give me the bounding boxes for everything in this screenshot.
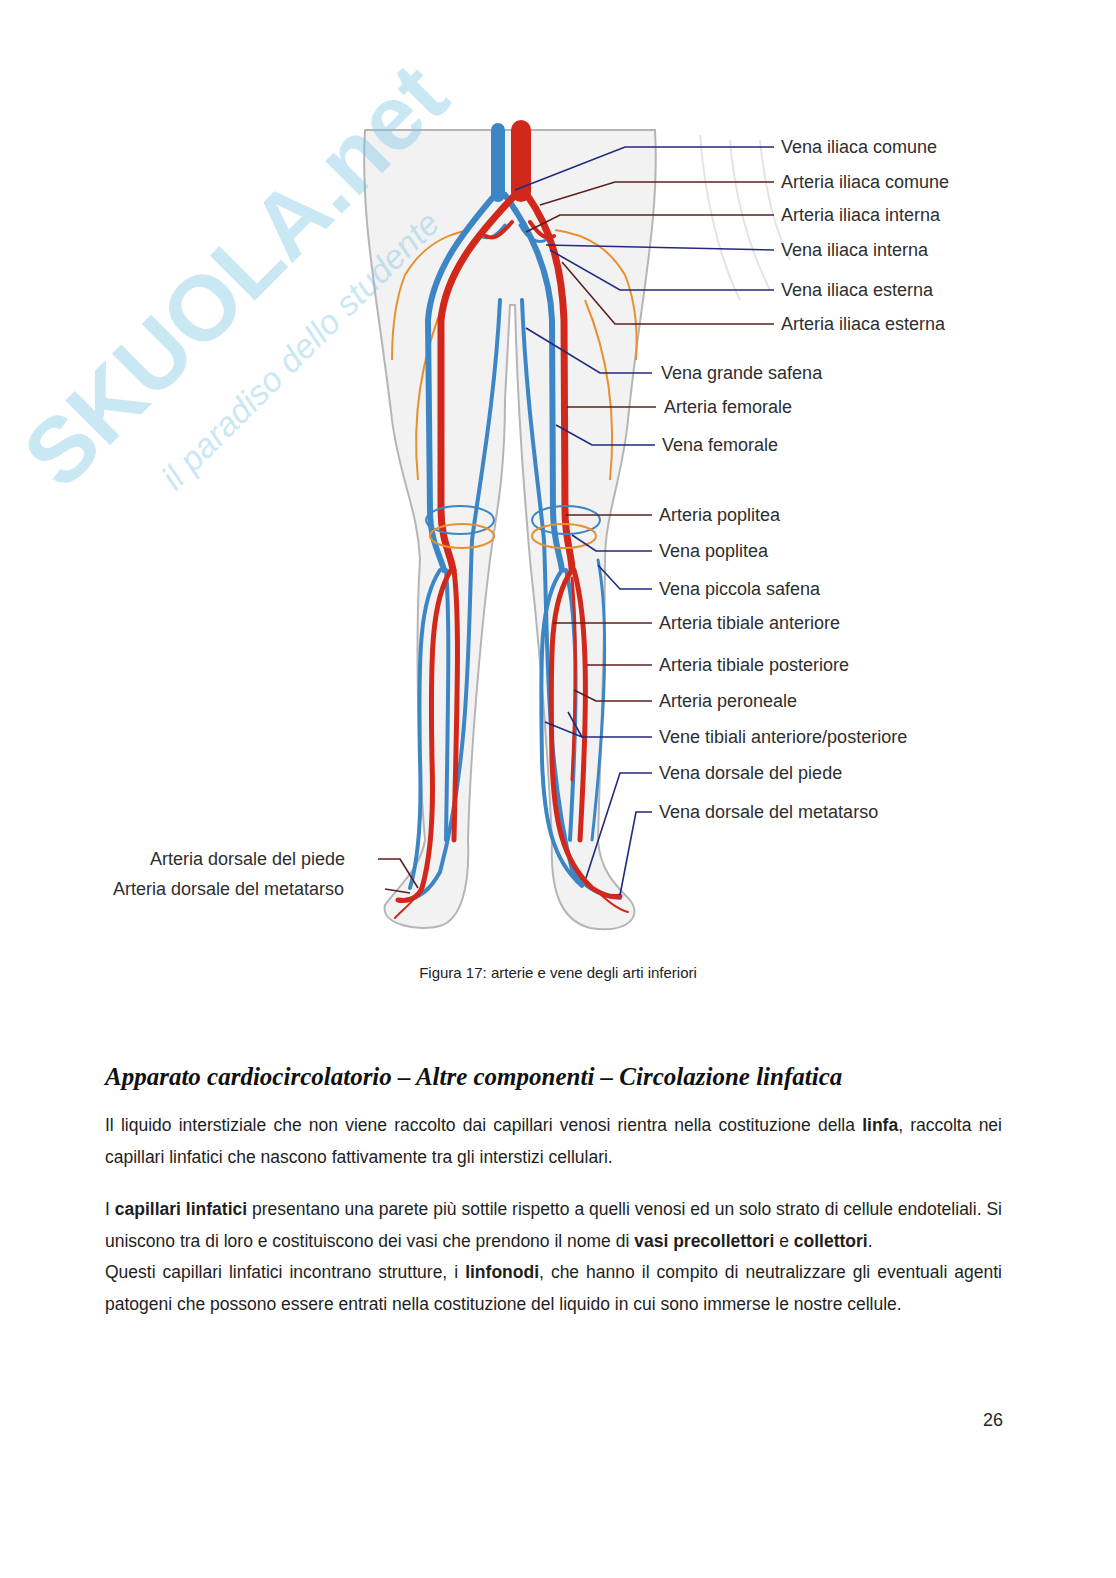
vessel-label: Vena femorale bbox=[662, 434, 778, 456]
vessel-label: Arteria poplitea bbox=[659, 504, 780, 526]
vessel-label: Vena iliaca comune bbox=[781, 136, 937, 158]
body-text: Questi capillari linfatici incontrano st… bbox=[105, 1262, 458, 1282]
vessel-label: Vena iliaca interna bbox=[781, 239, 928, 261]
vessel-label: Arteria femorale bbox=[664, 396, 792, 418]
body-text: e bbox=[779, 1231, 789, 1251]
vessel-label: Vena iliaca esterna bbox=[781, 279, 933, 301]
figure-caption: Figura 17: arterie e vene degli arti inf… bbox=[0, 963, 1116, 983]
bold-term: linfa bbox=[862, 1115, 898, 1135]
vessel-label: Arteria dorsale del piede bbox=[150, 848, 345, 870]
section-heading: Apparato cardiocircolatorio – Altre comp… bbox=[105, 1061, 842, 1093]
vessel-label: Arteria iliaca esterna bbox=[781, 313, 945, 335]
page-number: 26 bbox=[983, 1409, 1003, 1431]
body-paragraph: I capillari linfatici presentano una par… bbox=[105, 1194, 1002, 1320]
bold-term: capillari linfatici bbox=[115, 1199, 247, 1219]
vessel-label: Arteria dorsale del metatarso bbox=[113, 878, 344, 900]
vessel-label: Vena poplitea bbox=[659, 540, 768, 562]
bold-term: vasi precollettori bbox=[634, 1231, 774, 1251]
vessel-label: Arteria iliaca interna bbox=[781, 204, 940, 226]
vessel-label: Arteria peroneale bbox=[659, 690, 797, 712]
body-text: . bbox=[868, 1231, 873, 1251]
vessel-label: Vena dorsale del metatarso bbox=[659, 801, 878, 823]
bold-term: collettori bbox=[794, 1231, 868, 1251]
vessel-label: Arteria tibiale anteriore bbox=[659, 612, 840, 634]
body-text: Il liquido interstiziale che non viene r… bbox=[105, 1115, 855, 1135]
bold-term: linfonodi bbox=[465, 1262, 539, 1282]
body-text: I bbox=[105, 1199, 110, 1219]
vessel-label: Arteria tibiale posteriore bbox=[659, 654, 849, 676]
body-paragraph: Il liquido interstiziale che non viene r… bbox=[105, 1110, 1002, 1173]
vessel-label: Arteria iliaca comune bbox=[781, 171, 949, 193]
vessel-label: Vena piccola safena bbox=[659, 578, 820, 600]
vessel-label: Vena dorsale del piede bbox=[659, 762, 842, 784]
vessel-label: Vene tibiali anteriore/posteriore bbox=[659, 726, 907, 748]
vessel-label: Vena grande safena bbox=[661, 362, 822, 384]
